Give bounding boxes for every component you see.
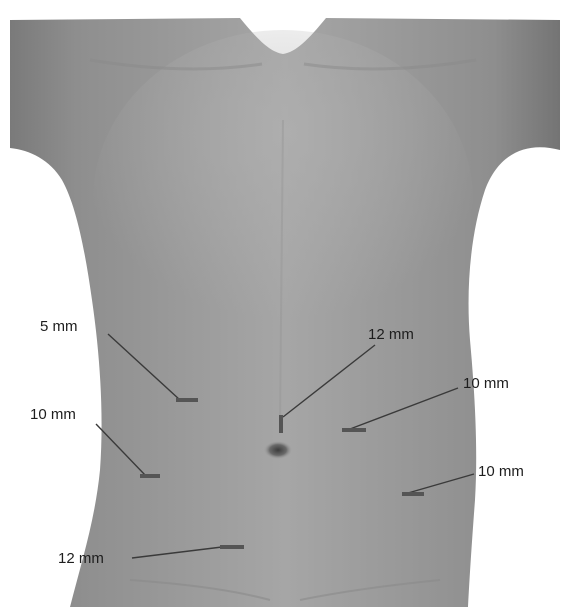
incision-12mm-umbilical [279,415,283,433]
label-10mm-left: 10 mm [30,406,76,423]
incision-10mm-right-lower [402,492,424,496]
label-10mm-right-upper: 10 mm [463,375,509,392]
incision-5mm-left [176,398,198,402]
label-10mm-right-lower: 10 mm [478,463,524,480]
umbilicus [264,441,292,459]
incision-12mm-lower [220,545,244,549]
label-12mm-lower: 12 mm [58,550,104,567]
label-12mm-umbilical: 12 mm [368,326,414,343]
incision-10mm-left [140,474,160,478]
label-5mm-left: 5 mm [40,318,78,335]
incision-10mm-right-upper [342,428,366,432]
